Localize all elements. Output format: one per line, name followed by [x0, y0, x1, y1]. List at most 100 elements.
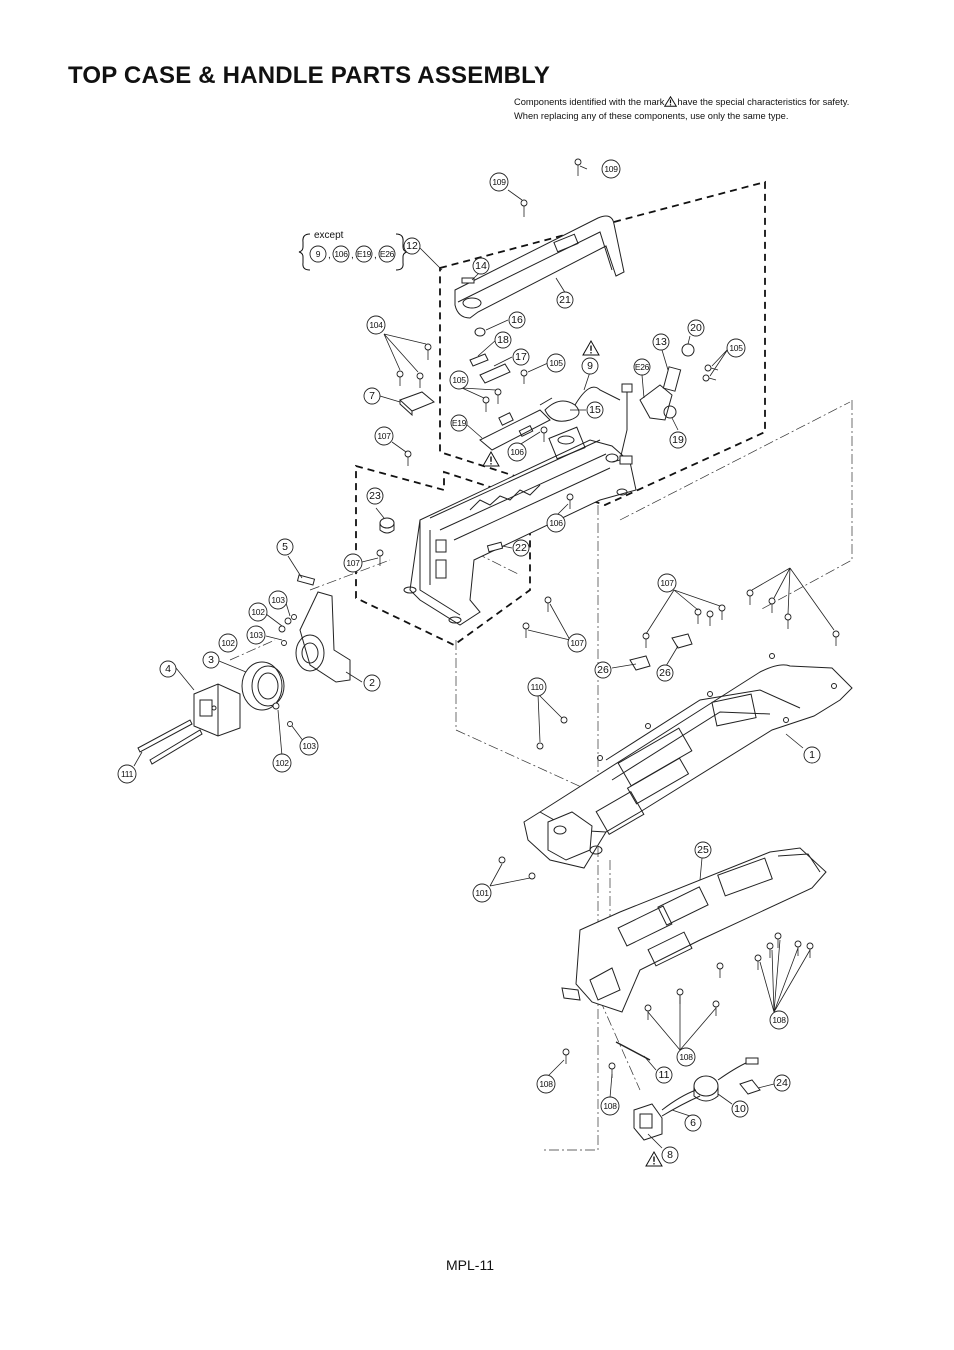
screw [746, 589, 754, 605]
callout: 12 [403, 237, 421, 255]
ring-20 [681, 343, 695, 357]
svg-text:18: 18 [497, 334, 509, 346]
lower-plate-25 [561, 847, 827, 1013]
callout: 103 [299, 736, 319, 756]
pcb-board-e19 [479, 409, 551, 451]
svg-text:110: 110 [531, 682, 544, 692]
callout: 21 [556, 291, 574, 309]
callout: 111 [117, 764, 137, 784]
screw [702, 374, 717, 382]
screw [566, 493, 574, 509]
svg-text:E26: E26 [380, 249, 395, 259]
callout: 106 [546, 513, 566, 533]
screw [522, 622, 530, 638]
svg-text:22: 22 [515, 542, 527, 554]
svg-text:10: 10 [734, 1103, 746, 1115]
screw [544, 596, 552, 612]
svg-text:23: 23 [369, 490, 381, 502]
screw [774, 932, 782, 948]
svg-text:108: 108 [772, 1015, 786, 1025]
callouts: 109 109 12 14 21 16 104 18 17 105 9 13 2… [117, 159, 821, 1164]
callout: 2 [363, 674, 381, 692]
screw [416, 372, 424, 388]
callout: 106 [507, 442, 527, 462]
svg-text:105: 105 [729, 343, 743, 353]
callout: E26 [633, 358, 651, 376]
screw [287, 721, 293, 727]
callout: 18 [494, 331, 512, 349]
callout: 24 [773, 1074, 791, 1092]
callout: 17 [512, 348, 530, 366]
screw [482, 396, 490, 412]
except-item: E19 [355, 245, 373, 263]
screw [754, 954, 762, 970]
cable-connector-e26 [611, 383, 633, 465]
svg-text:7: 7 [369, 390, 375, 402]
svg-text:102: 102 [221, 638, 235, 648]
screw [704, 364, 719, 372]
svg-text:106: 106 [549, 518, 563, 528]
svg-text:103: 103 [302, 741, 316, 751]
svg-text:108: 108 [679, 1052, 693, 1062]
callout: 26 [594, 661, 612, 679]
callout: 108 [769, 1010, 789, 1030]
svg-text:107: 107 [377, 431, 391, 441]
svg-text:E19: E19 [452, 418, 467, 428]
svg-text:6: 6 [690, 1117, 696, 1129]
callout: 20 [687, 319, 705, 337]
warning-triangle-icon [482, 451, 500, 467]
callout: 107 [374, 426, 394, 446]
screw [712, 1000, 720, 1016]
handle-assembly-boundary [439, 180, 766, 506]
page-number: MPL-11 [446, 1257, 494, 1273]
tape-14 [461, 277, 475, 284]
plate-7 [399, 391, 435, 417]
cap-16 [474, 327, 486, 337]
svg-text:105: 105 [549, 358, 563, 368]
callout: 3 [202, 651, 220, 669]
screw [574, 158, 582, 176]
svg-text:19: 19 [672, 434, 684, 446]
svg-text:111: 111 [121, 769, 134, 779]
screw [520, 199, 528, 217]
handle-part [454, 215, 625, 319]
except-item: E26 [378, 245, 396, 263]
screw [291, 614, 297, 620]
callout: 108 [536, 1074, 556, 1094]
callout: 7 [363, 387, 381, 405]
top-case-frame [403, 426, 637, 626]
except-label: except [314, 230, 344, 241]
svg-text:20: 20 [690, 322, 702, 334]
screw [536, 742, 544, 750]
callout: 107 [343, 553, 363, 573]
callout: 6 [684, 1114, 702, 1132]
callout: 103 [268, 590, 288, 610]
svg-text:11: 11 [659, 1069, 670, 1081]
svg-text:15: 15 [589, 404, 601, 416]
svg-text:12: 12 [406, 240, 418, 252]
connector-24 [739, 1079, 761, 1095]
callout: 107 [657, 573, 677, 593]
except-item: 106 [332, 245, 350, 263]
callout: 105 [726, 338, 746, 358]
svg-text:17: 17 [515, 351, 527, 363]
callout: 109 [601, 159, 621, 179]
svg-text:107: 107 [570, 638, 584, 648]
safety-note-text-b: have the special characteristics for saf… [677, 97, 850, 107]
screw [540, 426, 548, 442]
connector-6 [633, 1103, 663, 1141]
comma: , [374, 250, 377, 261]
front-holder-2 [295, 591, 351, 683]
bracket-26-b [671, 633, 693, 649]
svg-text:4: 4 [165, 663, 171, 675]
bracket-26-a [629, 655, 651, 671]
screw [520, 369, 528, 384]
svg-text:E19: E19 [357, 249, 372, 259]
screws [272, 158, 840, 1078]
top-case-assembly-boundary [355, 464, 531, 647]
svg-text:109: 109 [492, 177, 506, 187]
screw [706, 610, 714, 626]
callout: 9 [581, 357, 599, 375]
screw [560, 716, 568, 724]
callout: E19 [450, 414, 468, 432]
